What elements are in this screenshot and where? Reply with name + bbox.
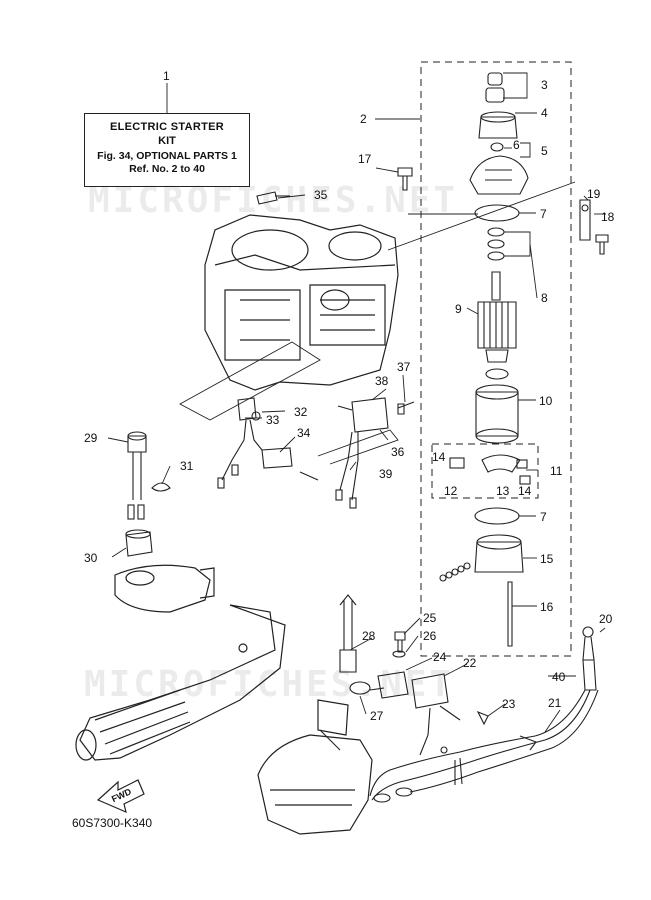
callout-18: 18 <box>601 210 615 224</box>
callout-40: 40 <box>552 670 566 684</box>
callout-7-upper: 7 <box>540 207 547 221</box>
callout-25: 25 <box>423 611 437 625</box>
electrical-parts <box>125 191 599 803</box>
callout-31: 31 <box>180 459 194 473</box>
callout-19: 19 <box>587 187 601 201</box>
callout-9: 9 <box>455 302 462 316</box>
kit-subtitle: KIT <box>158 135 176 147</box>
watermark-bottom: MICROFICHES.NET <box>84 664 455 705</box>
starter-parts <box>397 72 609 647</box>
tiller-handle <box>75 564 286 761</box>
callout-29: 29 <box>84 431 98 445</box>
kit-figure-ref: Fig. 34, OPTIONAL PARTS 1 <box>97 150 237 162</box>
callout-16: 16 <box>540 600 554 614</box>
callout-3: 3 <box>541 78 548 92</box>
starter-group-outline <box>420 61 572 657</box>
callout-14-left: 14 <box>432 450 446 464</box>
callout-28: 28 <box>362 629 376 643</box>
callout-27: 27 <box>370 709 384 723</box>
watermark-top: MICROFICHES.NET <box>88 180 459 221</box>
callout-2: 2 <box>360 112 367 126</box>
engine-block <box>204 214 399 391</box>
callout-4: 4 <box>541 106 548 120</box>
callout-34: 34 <box>297 426 311 440</box>
callout-33: 33 <box>266 413 280 427</box>
callout-17: 17 <box>358 152 372 166</box>
callout-11: 11 <box>550 464 563 478</box>
callout-leaders <box>107 72 606 733</box>
callout-10: 10 <box>539 394 553 408</box>
callout-1: 1 <box>163 69 170 83</box>
callout-39: 39 <box>379 467 393 481</box>
callout-6: 6 <box>513 138 520 152</box>
callout-numbers: 1 2 3 4 5 6 7 8 9 10 11 12 13 14 14 7 15… <box>84 69 615 723</box>
callout-22: 22 <box>463 656 477 670</box>
kit-ref-range: Ref. No. 2 to 40 <box>129 163 205 175</box>
drawing-code: 60S7300-K340 <box>72 816 153 830</box>
callout-38: 38 <box>375 374 389 388</box>
kit-label-box: ELECTRIC STARTER KIT Fig. 34, OPTIONAL P… <box>84 113 250 187</box>
kit-title: ELECTRIC STARTER <box>110 121 224 133</box>
callout-14-right: 14 <box>518 484 532 498</box>
callout-13: 13 <box>496 484 510 498</box>
callout-15: 15 <box>540 552 554 566</box>
callout-20: 20 <box>599 612 613 626</box>
callout-35: 35 <box>314 188 328 202</box>
forward-arrow-icon: FWD <box>96 779 145 814</box>
callout-24: 24 <box>433 650 447 664</box>
callout-32: 32 <box>294 405 308 419</box>
callout-26: 26 <box>423 629 437 643</box>
lower-cowling <box>257 699 373 835</box>
callout-37: 37 <box>397 360 411 374</box>
callout-7-lower: 7 <box>540 510 547 524</box>
callout-23: 23 <box>502 697 516 711</box>
engine-leaders <box>179 181 576 465</box>
callout-8: 8 <box>541 291 548 305</box>
callout-30: 30 <box>84 551 98 565</box>
callout-36: 36 <box>391 445 405 459</box>
callout-12: 12 <box>444 484 458 498</box>
callout-5: 5 <box>541 144 548 158</box>
callout-21: 21 <box>548 696 562 710</box>
